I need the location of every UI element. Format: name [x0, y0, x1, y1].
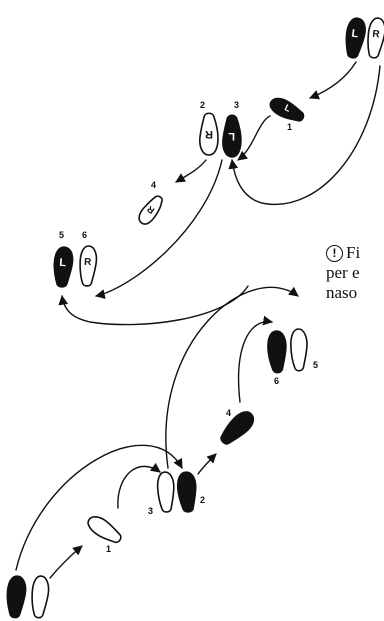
bottom-step-2-foot	[176, 471, 197, 513]
top-path-3-to-6	[95, 159, 223, 299]
bottom-path-1-to-3	[117, 462, 161, 509]
top-step-1-number: 1	[287, 122, 292, 132]
top-step-2-letter: R	[205, 128, 213, 140]
bottom-path-2-to-4	[197, 453, 217, 475]
top-path-4-to-5	[58, 285, 249, 326]
note-line-1-text: Fi	[346, 243, 361, 262]
bottom-step-4-number: 4	[226, 408, 231, 418]
exclamation-circle-icon: !	[326, 245, 343, 262]
top-step-5-letter: L	[59, 257, 67, 269]
bottom-step-3-number: 3	[148, 506, 153, 516]
bottom-step-4-foot	[220, 411, 255, 445]
left-foot-letter: L	[351, 28, 360, 41]
bottom-path-start-to-2	[15, 444, 183, 571]
top-step-3-foot: L	[222, 114, 242, 158]
bottom-path-3-to-5	[165, 286, 299, 469]
top-step-4-number: 4	[151, 180, 156, 190]
top-sequence: L R L 1 R 2 L 3	[53, 17, 384, 326]
top-step-4-letter: R	[145, 204, 156, 216]
start-right-foot: R	[367, 17, 384, 59]
right-foot-letter: R	[372, 29, 381, 41]
bottom-step-2-number: 2	[200, 495, 205, 505]
bottom-sequence: 1 3 2 4 6 5	[6, 286, 318, 619]
top-step-1-letter: L	[283, 102, 293, 114]
bottom-step-5-foot	[290, 328, 308, 372]
bottom-step-1-foot	[87, 516, 122, 544]
note-line-3: naso	[326, 283, 358, 302]
top-step-6-number: 6	[82, 230, 87, 240]
top-path-sweep-to-3	[228, 65, 381, 206]
top-step-4-foot: R	[138, 195, 164, 225]
side-note: !Fi per e naso	[326, 243, 384, 303]
top-path-2-to-4	[175, 159, 207, 183]
start-left-foot: L	[345, 17, 366, 59]
top-path-1-to-2	[237, 115, 271, 161]
bottom-step-5-number: 5	[313, 360, 318, 370]
bottom-path-4-to-6	[237, 315, 273, 403]
top-step-2-foot: R	[199, 112, 219, 156]
note-line-1: !Fi	[326, 243, 384, 263]
bottom-step-1-number: 1	[106, 544, 111, 554]
top-step-2-number: 2	[200, 100, 205, 110]
bottom-step-6-foot	[267, 330, 287, 374]
top-step-5-number: 5	[59, 230, 64, 240]
top-step-6-foot: R	[79, 245, 98, 287]
note-line-2: per e	[326, 263, 360, 282]
top-step-1-foot: L	[269, 97, 305, 122]
bottom-start-right-foot	[31, 575, 50, 619]
top-step-3-number: 3	[234, 100, 239, 110]
bottom-path-start-to-1	[49, 545, 83, 579]
top-step-3-letter: L	[228, 130, 235, 142]
top-path-start-to-1	[309, 61, 357, 100]
bottom-start-left-foot	[6, 575, 27, 619]
bottom-step-3-foot	[156, 471, 175, 513]
top-step-5-foot: L	[53, 246, 74, 288]
top-step-6-letter: R	[84, 257, 92, 268]
bottom-step-6-number: 6	[274, 376, 279, 386]
